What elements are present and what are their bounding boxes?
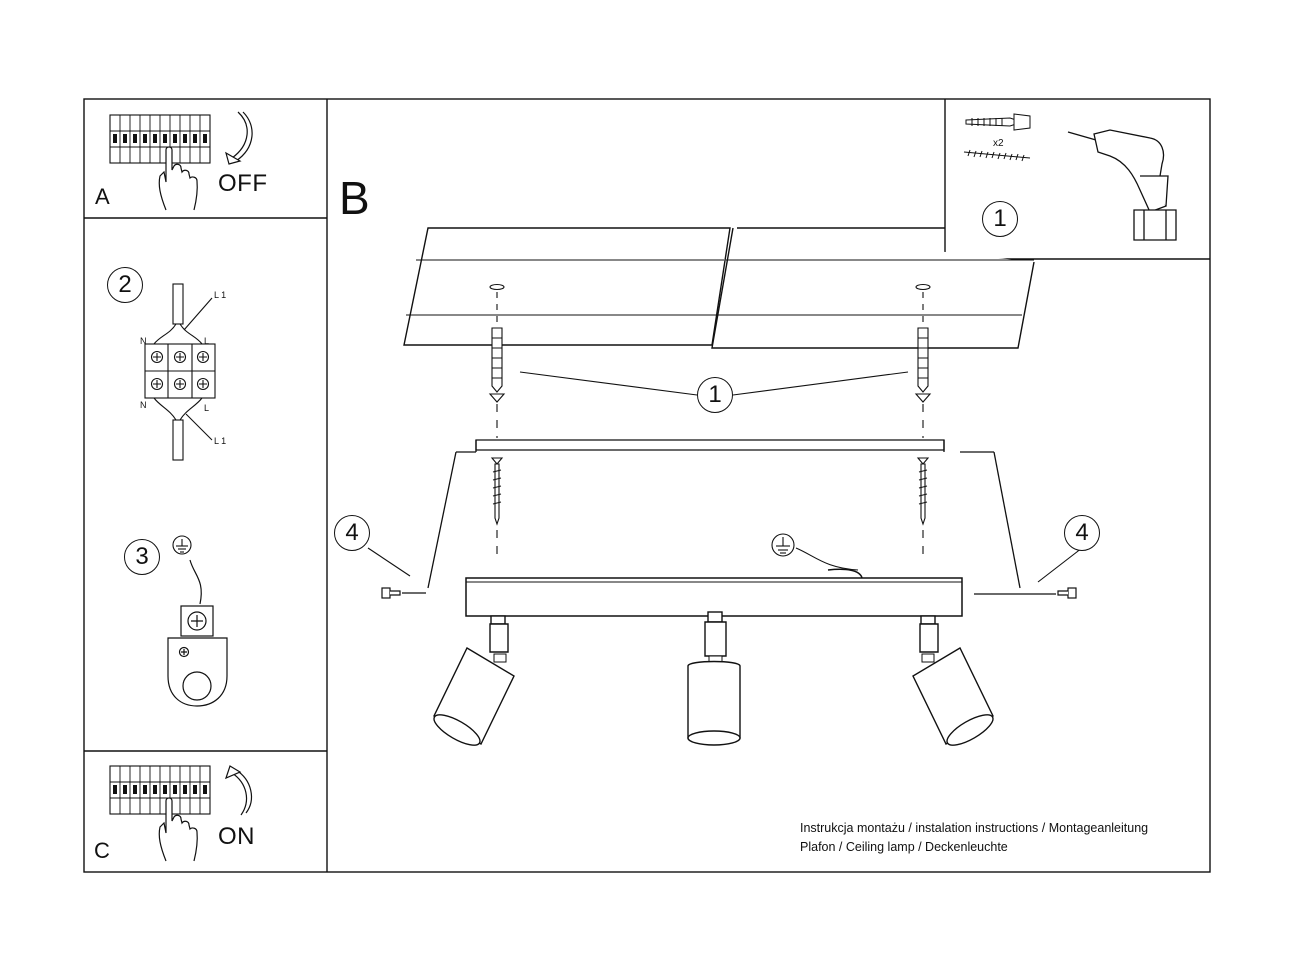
sheet-frame xyxy=(83,98,1211,873)
l-top-label: L xyxy=(204,336,210,346)
panel-b-letter: B xyxy=(339,172,370,224)
wall-plug-right xyxy=(914,283,932,438)
l1-top-label: L 1 xyxy=(214,290,227,300)
panel-a-letter: A xyxy=(95,184,110,209)
mounting-bracket xyxy=(427,439,1021,589)
arrow-up-icon xyxy=(225,765,253,816)
side-screw-right xyxy=(974,587,1077,599)
step-4-right-badge: 4 xyxy=(1064,515,1100,551)
wall-plug-left xyxy=(488,283,506,438)
on-label: ON xyxy=(218,823,255,850)
n-top-label: N xyxy=(140,336,147,346)
mounting-screw-left xyxy=(490,457,504,562)
wall-plug-icon xyxy=(965,113,1031,131)
footer-subtitle: Plafon / Ceiling lamp / Deckenleuchte xyxy=(800,840,1008,854)
step-1-drill-badge: 1 xyxy=(982,201,1018,237)
side-screw-left xyxy=(381,587,426,599)
drill-icon xyxy=(1067,129,1177,241)
ground-symbol-icon xyxy=(172,535,192,555)
off-label: OFF xyxy=(218,170,268,197)
footer-title: Instrukcja montażu / instalation instruc… xyxy=(800,821,1149,835)
l-bottom-label: L xyxy=(204,403,210,413)
l1-bottom-label: L 1 xyxy=(214,436,227,446)
arrow-down-icon xyxy=(225,111,253,165)
fuse-box-off-icon xyxy=(109,114,211,164)
ceiling-plate xyxy=(403,227,1035,349)
step-4-left-badge: 4 xyxy=(334,515,370,551)
step-3-badge: 3 xyxy=(124,539,160,575)
spotlight-left xyxy=(433,615,515,746)
lamp-body xyxy=(465,568,963,617)
ground-symbol-icon xyxy=(771,533,795,557)
screw-icon xyxy=(963,149,1031,162)
spotlight-right xyxy=(912,615,994,746)
fuse-box-on-icon xyxy=(109,765,211,815)
step-2-badge: 2 xyxy=(107,267,143,303)
spotlight-center xyxy=(687,611,741,746)
step-1-anchor-badge: 1 xyxy=(697,377,733,413)
n-bottom-label: N xyxy=(140,400,147,410)
hand-icon xyxy=(158,146,198,211)
terminal-block-wiring xyxy=(144,283,216,461)
hand-icon xyxy=(158,797,198,862)
panel-c-letter: C xyxy=(94,838,110,863)
quantity-label: x2 xyxy=(993,138,1004,149)
ground-terminal-bracket xyxy=(167,559,228,707)
mounting-screw-right xyxy=(916,457,930,562)
